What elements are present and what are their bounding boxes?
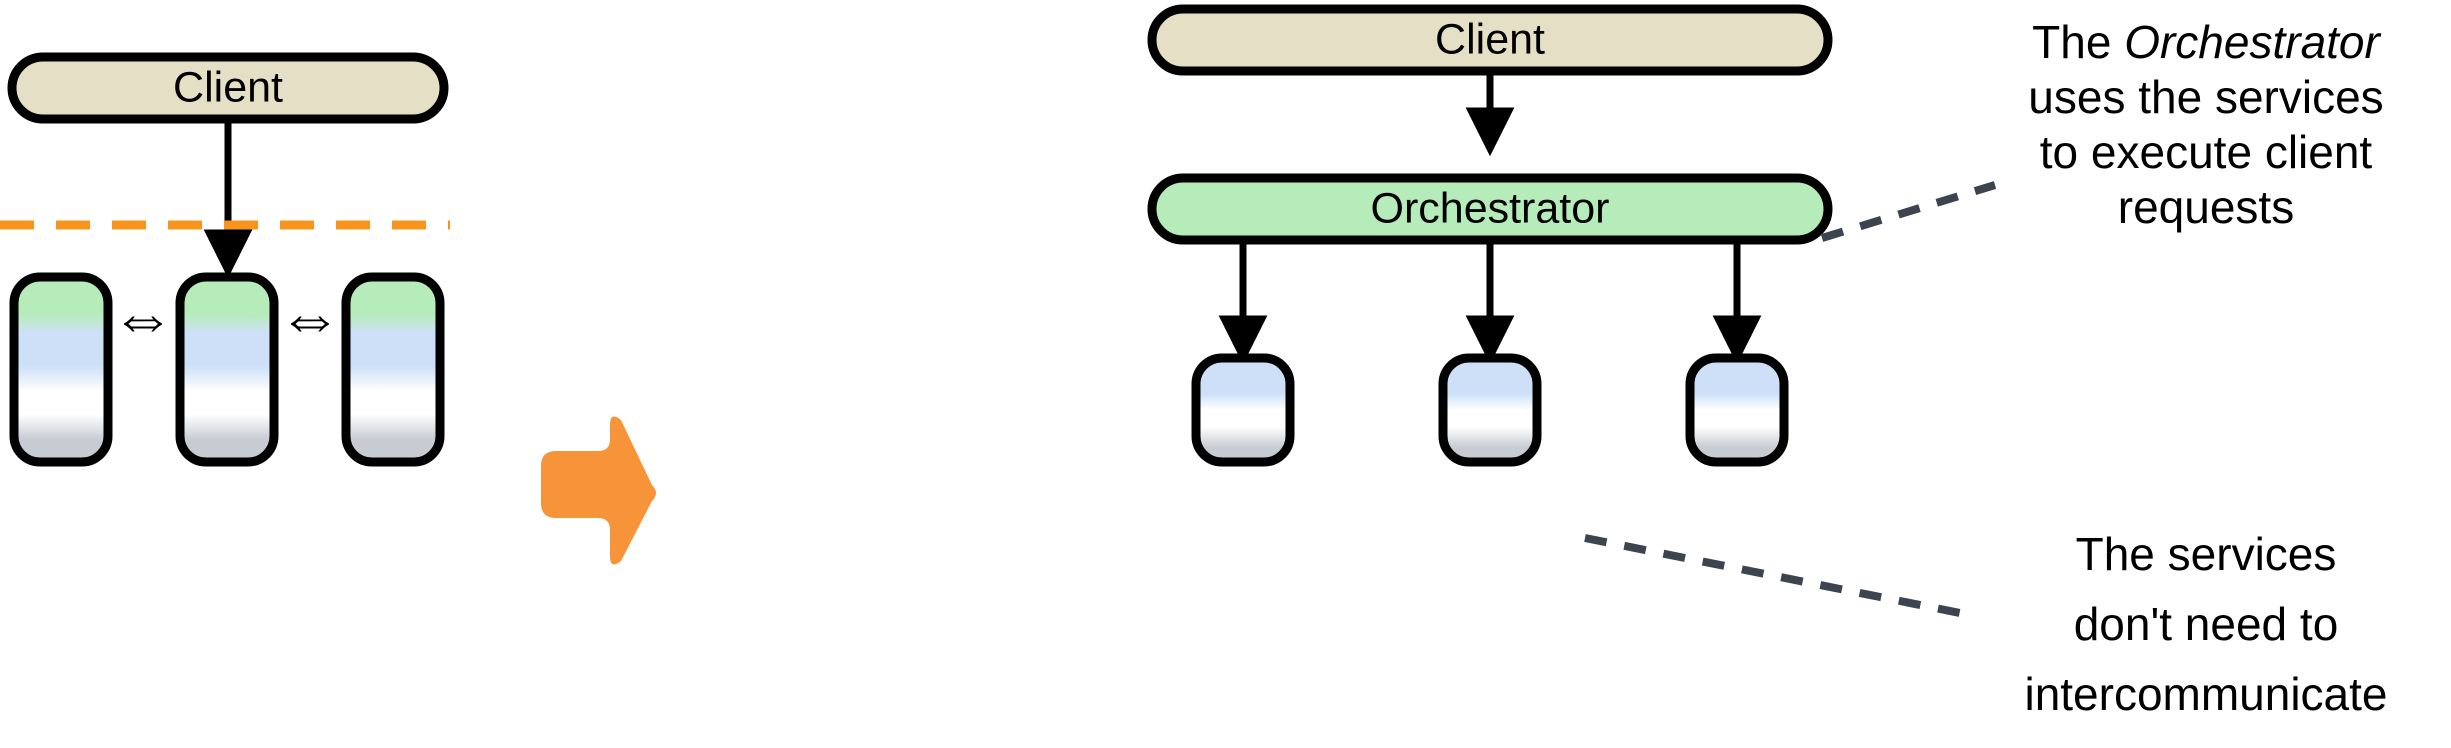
- left-service-c[interactable]: [341, 272, 445, 467]
- left-service-b-box[interactable]: [175, 272, 279, 467]
- orchestrator-node[interactable]: Orchestrator: [1147, 173, 1833, 245]
- left-service-b[interactable]: [175, 272, 279, 467]
- services-note-line-3: intercommunicate: [2024, 668, 2387, 720]
- orchestrator-note-line-4: requests: [2118, 181, 2294, 233]
- left-panel-group: Client ⇔ ⇔: [0, 52, 450, 467]
- left-service-a[interactable]: [9, 272, 113, 467]
- interconnect-arrow-bc: ⇔: [278, 281, 342, 353]
- orchestrator-note-line-2: uses the services: [2028, 71, 2383, 123]
- left-client-label: Client: [173, 63, 283, 111]
- transform-arrow-group: [541, 416, 656, 565]
- right-service-c-box[interactable]: [1685, 353, 1789, 467]
- right-client-label: Client: [1435, 15, 1545, 63]
- right-service-b[interactable]: [1438, 353, 1542, 467]
- orchestrator-note: The Orchestrator uses the services to ex…: [2028, 16, 2383, 233]
- services-note-line-1: The services: [2076, 528, 2337, 580]
- orange-right-arrow: [541, 416, 656, 565]
- services-note: The services don't need to intercommunic…: [2024, 528, 2387, 720]
- right-service-a-box[interactable]: [1191, 353, 1295, 467]
- orchestrator-note-emphasis: Orchestrator: [2124, 16, 2381, 68]
- orchestrator-box[interactable]: [1147, 173, 1833, 245]
- services-note-leader-line: [1584, 534, 1961, 617]
- right-service-a[interactable]: [1191, 353, 1295, 467]
- right-client-box[interactable]: [1147, 4, 1833, 76]
- left-client-node[interactable]: Client: [7, 52, 449, 124]
- left-client-box[interactable]: [7, 52, 449, 124]
- left-service-a-box[interactable]: [9, 272, 113, 467]
- right-client-node[interactable]: Client: [1147, 4, 1833, 76]
- right-service-b-box[interactable]: [1438, 353, 1542, 467]
- right-panel-group: Client Orchestrator: [1147, 4, 1833, 467]
- orchestrator-note-line-3: to execute client: [2040, 126, 2373, 178]
- services-note-line-2: don't need to: [2074, 598, 2339, 650]
- orchestrator-note-line-1: The Orchestrator: [2032, 16, 2381, 68]
- orchestrator-note-leader-line: [1820, 181, 1997, 242]
- orchestrator-note-line-1-part-1: The: [2032, 16, 2124, 68]
- interconnect-arrow-ab: ⇔: [111, 281, 175, 353]
- right-service-c[interactable]: [1685, 353, 1789, 467]
- orchestrator-label: Orchestrator: [1371, 184, 1610, 232]
- left-service-c-box[interactable]: [341, 272, 445, 467]
